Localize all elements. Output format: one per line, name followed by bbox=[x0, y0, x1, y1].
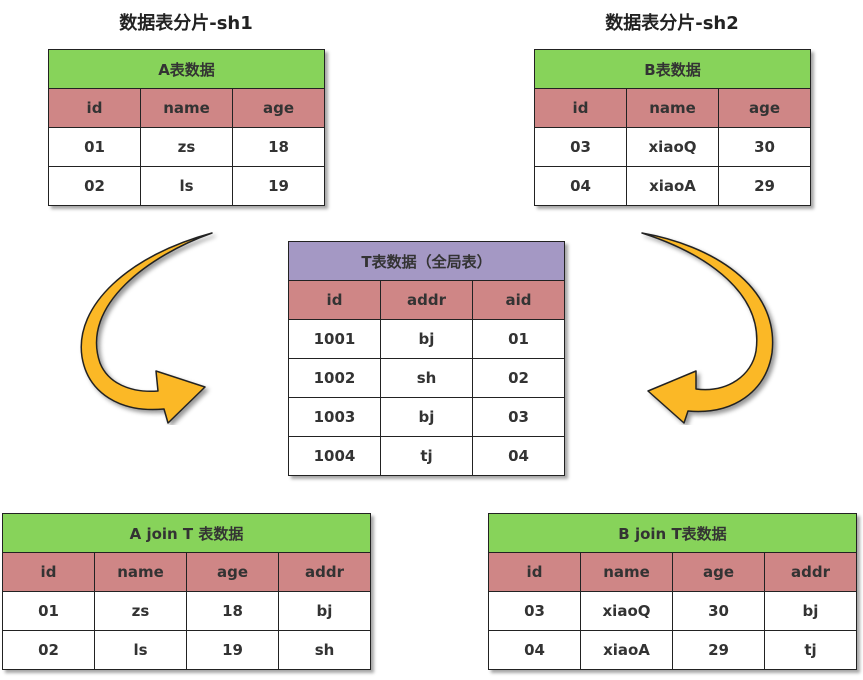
table-cell: bj bbox=[380, 319, 473, 359]
table-t-header-addr: addr bbox=[380, 280, 473, 320]
table-a-join-t-header-addr: addr bbox=[278, 552, 371, 592]
table-cell: bj bbox=[278, 591, 371, 631]
table-b-join-t-title: B join T表数据 bbox=[488, 513, 857, 553]
table-row: 04 xiaoA 29 tj bbox=[488, 630, 857, 670]
table-cell: 02 bbox=[472, 358, 565, 398]
table-cell: bj bbox=[380, 397, 473, 437]
table-a-header-age: age bbox=[232, 88, 325, 128]
table-cell: 04 bbox=[472, 436, 565, 476]
table-cell: zs bbox=[94, 591, 187, 631]
table-cell: 01 bbox=[2, 591, 95, 631]
curved-arrow-left-icon bbox=[80, 232, 213, 424]
table-cell: 03 bbox=[472, 397, 565, 437]
table-cell: tj bbox=[380, 436, 473, 476]
table-row: 1003 bj 03 bbox=[288, 397, 565, 437]
table-cell: 03 bbox=[534, 127, 627, 167]
table-cell: 1001 bbox=[288, 319, 381, 359]
table-a-join-t: A join T 表数据 id name age addr 01 zs 18 b… bbox=[2, 513, 371, 670]
shard-sh2-title: 数据表分片-sh2 bbox=[605, 13, 739, 34]
table-cell: sh bbox=[278, 630, 371, 670]
table-row: 01 zs 18 bbox=[48, 127, 325, 167]
table-cell: 04 bbox=[534, 166, 627, 206]
table-a-header-name: name bbox=[140, 88, 233, 128]
table-b-join-t: B join T表数据 id name age addr 03 xiaoQ 30… bbox=[488, 513, 857, 670]
table-cell: 02 bbox=[2, 630, 95, 670]
table-b-join-t-header-name: name bbox=[580, 552, 673, 592]
table-row: 1002 sh 02 bbox=[288, 358, 565, 398]
table-b-header-age: age bbox=[718, 88, 811, 128]
table-cell: xiaoQ bbox=[580, 591, 673, 631]
table-row: 02 ls 19 bbox=[48, 166, 325, 206]
table-cell: 04 bbox=[488, 630, 581, 670]
table-cell: 29 bbox=[672, 630, 765, 670]
table-row: 04 xiaoA 29 bbox=[534, 166, 811, 206]
table-cell: 18 bbox=[232, 127, 325, 167]
table-b-header-name: name bbox=[626, 88, 719, 128]
table-cell: xiaoA bbox=[626, 166, 719, 206]
table-cell: zs bbox=[140, 127, 233, 167]
table-t-title: T表数据（全局表） bbox=[288, 241, 565, 281]
table-a-join-t-title: A join T 表数据 bbox=[2, 513, 371, 553]
table-row: 1004 tj 04 bbox=[288, 436, 565, 476]
table-b-join-t-header-age: age bbox=[672, 552, 765, 592]
table-cell: 19 bbox=[232, 166, 325, 206]
table-cell: 18 bbox=[186, 591, 279, 631]
table-b-join-t-header-addr: addr bbox=[764, 552, 857, 592]
table-b-header-id: id bbox=[534, 88, 627, 128]
table-cell: xiaoQ bbox=[626, 127, 719, 167]
table-cell: 30 bbox=[672, 591, 765, 631]
table-a-join-t-header-name: name bbox=[94, 552, 187, 592]
table-cell: ls bbox=[94, 630, 187, 670]
table-cell: 29 bbox=[718, 166, 811, 206]
table-cell: 02 bbox=[48, 166, 141, 206]
shard-sh1-title: 数据表分片-sh1 bbox=[119, 13, 253, 34]
table-a-join-t-header-id: id bbox=[2, 552, 95, 592]
table-row: 03 xiaoQ 30 bbox=[534, 127, 811, 167]
table-cell: 01 bbox=[48, 127, 141, 167]
table-cell: ls bbox=[140, 166, 233, 206]
table-row: 02 ls 19 sh bbox=[2, 630, 371, 670]
table-a-title: A表数据 bbox=[48, 49, 325, 89]
table-cell: 1004 bbox=[288, 436, 381, 476]
table-cell: 03 bbox=[488, 591, 581, 631]
table-cell: 19 bbox=[186, 630, 279, 670]
table-row: 01 zs 18 bj bbox=[2, 591, 371, 631]
table-a-join-t-header-age: age bbox=[186, 552, 279, 592]
table-cell: 30 bbox=[718, 127, 811, 167]
table-t: T表数据（全局表） id addr aid 1001 bj 01 1002 sh… bbox=[288, 241, 565, 476]
table-b-title: B表数据 bbox=[534, 49, 811, 89]
table-cell: 01 bbox=[472, 319, 565, 359]
table-b: B表数据 id name age 03 xiaoQ 30 04 xiaoA 29 bbox=[534, 49, 811, 206]
curved-arrow-right-icon bbox=[641, 232, 774, 424]
table-t-header-id: id bbox=[288, 280, 381, 320]
table-cell: bj bbox=[764, 591, 857, 631]
table-t-header-aid: aid bbox=[472, 280, 565, 320]
table-cell: 1003 bbox=[288, 397, 381, 437]
table-row: 1001 bj 01 bbox=[288, 319, 565, 359]
table-row: 03 xiaoQ 30 bj bbox=[488, 591, 857, 631]
table-cell: xiaoA bbox=[580, 630, 673, 670]
table-a-header-id: id bbox=[48, 88, 141, 128]
table-cell: sh bbox=[380, 358, 473, 398]
table-a: A表数据 id name age 01 zs 18 02 ls 19 bbox=[48, 49, 325, 206]
table-b-join-t-header-id: id bbox=[488, 552, 581, 592]
table-cell: tj bbox=[764, 630, 857, 670]
table-cell: 1002 bbox=[288, 358, 381, 398]
